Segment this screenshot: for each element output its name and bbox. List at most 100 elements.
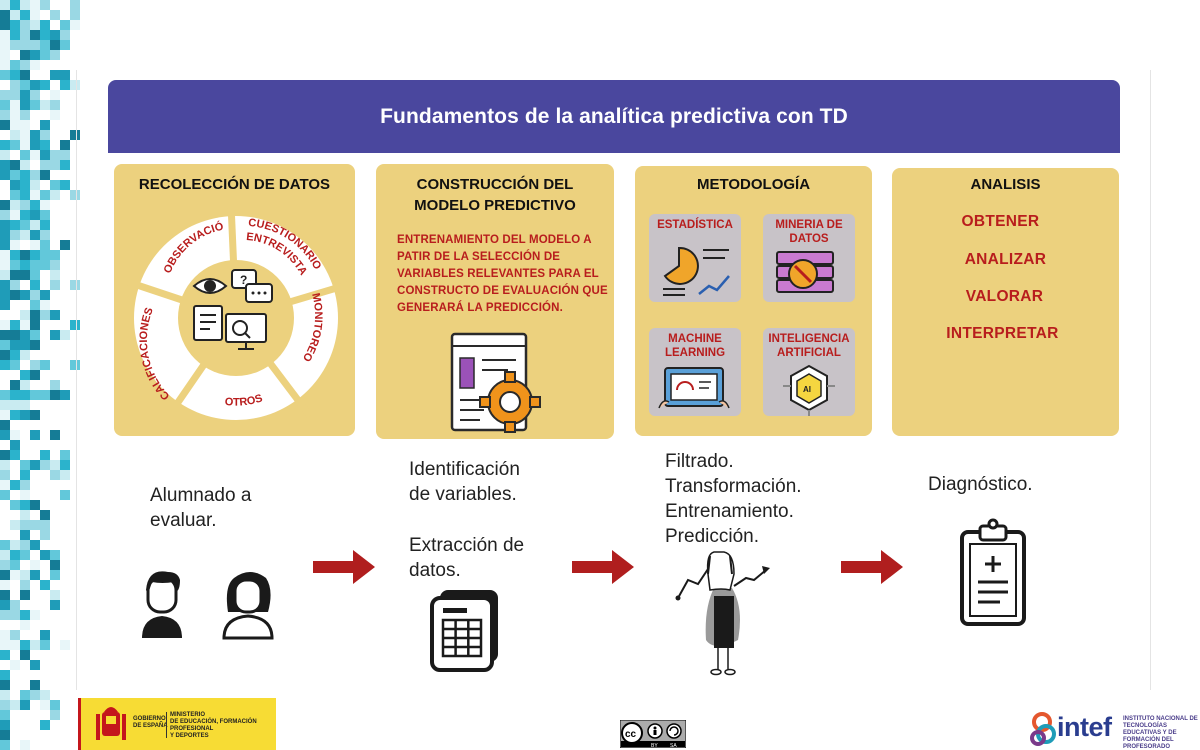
- mosaic-tile: [0, 360, 10, 370]
- mosaic-tile: [10, 240, 20, 250]
- mosaic-tile: [50, 0, 60, 10]
- mosaic-tile: [20, 520, 30, 530]
- mosaic-tile: [10, 500, 20, 510]
- mosaic-tile: [0, 600, 10, 610]
- data-collection-wheel: OBSERVACIÓN CUESTIONARIO ENTREVISTA MONI…: [114, 164, 352, 420]
- mosaic-tile: [40, 200, 50, 210]
- mosaic-tile: [10, 470, 20, 480]
- mosaic-tile: [0, 650, 10, 660]
- mosaic-tile: [10, 360, 20, 370]
- mosaic-tile: [10, 30, 20, 40]
- mosaic-tile: [60, 80, 70, 90]
- mosaic-tile: [50, 190, 60, 200]
- mosaic-tile: [40, 210, 50, 220]
- mosaic-tile: [20, 200, 30, 210]
- mosaic-tile: [20, 490, 30, 500]
- caption-proceso-entrenamiento: Entrenamiento.: [665, 501, 794, 522]
- mosaic-tile: [0, 420, 10, 430]
- mosaic-tile: [30, 20, 40, 30]
- mosaic-tile: [0, 180, 10, 190]
- mosaic-tile: [20, 310, 30, 320]
- mosaic-tile: [10, 290, 20, 300]
- mosaic-tile: [10, 440, 20, 450]
- mosaic-tile: [60, 150, 70, 160]
- mosaic-tile: [0, 530, 10, 540]
- mosaic-tile: [20, 700, 30, 710]
- mosaic-tile: [0, 560, 10, 570]
- mosaic-tile: [30, 250, 40, 260]
- guide-line-right: [1150, 70, 1151, 690]
- mosaic-tile: [50, 430, 60, 440]
- mosaic-tile: [0, 200, 10, 210]
- mosaic-tile: [20, 390, 30, 400]
- mosaic-tile: [10, 640, 20, 650]
- arrow-1-icon: [313, 550, 375, 584]
- mosaic-tile: [50, 550, 60, 560]
- mosaic-tile: [10, 160, 20, 170]
- mosaic-tile: [40, 580, 50, 590]
- gobierno-line1: GOBIERNO: [133, 716, 166, 722]
- mosaic-tile: [30, 330, 40, 340]
- mosaic-tile: [20, 150, 30, 160]
- mosaic-tile: [10, 350, 20, 360]
- spain-coat-of-arms-icon: [96, 707, 126, 740]
- mosaic-tile: [0, 120, 10, 130]
- mosaic-tile: [10, 520, 20, 530]
- mosaic-tile: [20, 370, 30, 380]
- mosaic-tile: [0, 30, 10, 40]
- mosaic-tile: [20, 250, 30, 260]
- mosaic-tile: [50, 100, 60, 110]
- mosaic-tile: [0, 620, 10, 630]
- mosaic-tile: [20, 460, 30, 470]
- mosaic-tile: [10, 630, 20, 640]
- mosaic-tile: [20, 210, 30, 220]
- mosaic-tile: [30, 120, 40, 130]
- chat-bubbles-icon: ?: [231, 269, 273, 303]
- mosaic-tile: [30, 540, 40, 550]
- mosaic-tile: [70, 0, 80, 10]
- mosaic-tile: [50, 700, 60, 710]
- mosaic-tile: [30, 430, 40, 440]
- intef-line2: TECNOLOGÍAS EDUCATIVAS Y DE: [1123, 723, 1177, 736]
- mosaic-tile: [10, 210, 20, 220]
- mosaic-tile: [20, 140, 30, 150]
- mosaic-tile: [20, 110, 30, 120]
- mosaic-tile: [40, 700, 50, 710]
- footer-gobierno-logo: GOBIERNO DE ESPAÑA MINISTERIO DE EDUCACI…: [78, 698, 276, 750]
- mosaic-tile: [20, 330, 30, 340]
- mosaic-tile: [30, 180, 40, 190]
- mosaic-tile: [70, 130, 80, 140]
- mosaic-tile: [10, 0, 20, 10]
- mosaic-tile: [0, 250, 10, 260]
- mosaic-tile: [20, 570, 30, 580]
- title-bar: Fundamentos de la analítica predictiva c…: [108, 80, 1120, 153]
- mosaic-tile: [60, 510, 70, 520]
- mosaic-tile: [70, 280, 80, 290]
- caption-alumnado: Alumnado a evaluar.: [150, 483, 251, 533]
- panel-analisis-title: ANALISIS: [970, 176, 1041, 193]
- mosaic-tile: [40, 690, 50, 700]
- mosaic-tile: [0, 400, 10, 410]
- mosaic-tile: [50, 710, 60, 720]
- mosaic-tile: [50, 390, 60, 400]
- analisis-item-analizar: ANALIZAR: [964, 251, 1047, 268]
- mosaic-tile: [30, 0, 40, 10]
- mosaic-tile: [0, 240, 10, 250]
- mosaic-tile: [30, 360, 40, 370]
- page-title: Fundamentos de la analítica predictiva c…: [380, 104, 848, 128]
- mosaic-tile: [0, 680, 10, 690]
- mosaic-tile: [40, 170, 50, 180]
- mosaic-tile: [60, 470, 70, 480]
- mosaic-tile: [40, 70, 50, 80]
- mosaic-tile: [10, 170, 20, 180]
- mosaic-tile: [20, 40, 30, 50]
- mosaic-tile: [20, 650, 30, 660]
- mosaic-tile: [0, 700, 10, 710]
- mosaic-tile: [20, 190, 30, 200]
- mosaic-tile: [40, 550, 50, 560]
- mosaic-tile: [0, 310, 10, 320]
- panel-metodologia-title: METODOLOGÍA: [696, 176, 811, 193]
- mosaic-tile: [20, 280, 30, 290]
- analisis-item-obtener: OBTENER: [961, 213, 1040, 230]
- mosaic-tile: [50, 330, 60, 340]
